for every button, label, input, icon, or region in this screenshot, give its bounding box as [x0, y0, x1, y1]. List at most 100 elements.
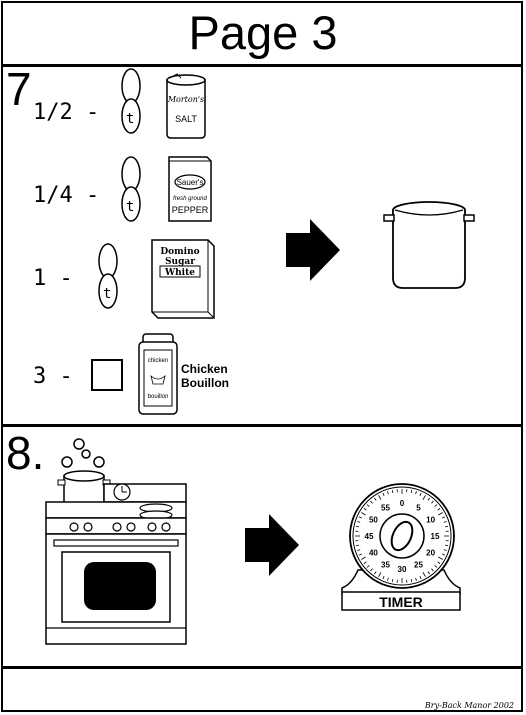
- timer-number: 45: [365, 532, 374, 541]
- step-7-number: 7: [6, 63, 32, 115]
- timer-number: 25: [414, 561, 423, 570]
- teaspoon-icon: t: [98, 243, 118, 309]
- svg-text:chicken: chicken: [148, 358, 168, 364]
- timer-number: 20: [426, 549, 435, 558]
- timer-tick: [363, 508, 367, 511]
- timer-tick: [382, 492, 385, 496]
- timer-tick: [419, 576, 422, 580]
- sugar-box-icon: Domino Sugar White: [151, 239, 215, 319]
- timer-tick: [357, 549, 361, 551]
- teaspoon-icon: t: [121, 156, 141, 222]
- timer-tick: [442, 553, 446, 556]
- bouillon-name-label: Chicken Bouillon: [181, 362, 229, 390]
- timer-tick: [382, 576, 385, 580]
- svg-text:Domino: Domino: [160, 247, 199, 257]
- spoon-letter: t: [126, 199, 134, 215]
- amount-sugar: 1 -: [33, 266, 73, 291]
- svg-text:fresh ground: fresh ground: [173, 196, 207, 202]
- timer-tick: [415, 491, 417, 495]
- teaspoon-icon: t: [121, 68, 141, 134]
- timer-tick: [358, 553, 362, 556]
- timer-tick: [387, 577, 389, 581]
- timer-tick: [370, 568, 373, 572]
- timer-tick: [355, 525, 360, 528]
- amount-bouillon: 3 -: [33, 364, 73, 389]
- timer-tick: [427, 571, 430, 575]
- svg-text:SALT: SALT: [175, 114, 197, 124]
- timer-tick: [422, 495, 426, 500]
- divider-middle: [1, 424, 523, 427]
- stove-icon: [45, 438, 187, 645]
- timer-tick: [437, 508, 441, 511]
- timer-tick: [443, 549, 447, 551]
- timer-tick: [434, 565, 438, 568]
- timer-tick: [387, 491, 389, 495]
- timer-tick: [434, 504, 438, 507]
- timer-number: 40: [369, 549, 378, 558]
- bouillon-jar-icon: chicken bouillon: [138, 333, 178, 415]
- timer-tick: [378, 572, 382, 577]
- salt-container-icon: Morton's SALT: [166, 73, 206, 139]
- timer-tick: [358, 516, 362, 519]
- timer-tick: [378, 495, 382, 500]
- timer-tick: [374, 571, 377, 575]
- timer-number: 50: [369, 516, 378, 525]
- timer-tick: [438, 512, 443, 516]
- step-8-number: 8.: [6, 427, 45, 479]
- amount-pepper: 1/4 -: [33, 183, 100, 208]
- timer-number: 5: [416, 503, 421, 512]
- spoon-letter: t: [126, 111, 134, 127]
- timer-tick: [431, 500, 434, 504]
- credit-line: Bry-Back Manor 2002: [424, 701, 514, 710]
- timer-tick: [361, 556, 366, 560]
- timer-number: 10: [426, 516, 435, 525]
- timer-number: 55: [381, 503, 390, 512]
- timer-label: TIMER: [379, 594, 423, 610]
- arrow-right-icon: [286, 219, 340, 281]
- timer-tick: [370, 500, 373, 504]
- timer-tick: [374, 497, 377, 501]
- svg-text:PEPPER: PEPPER: [172, 205, 209, 215]
- timer-tick: [437, 561, 441, 564]
- arrow-right-icon: [245, 514, 299, 576]
- divider-top: [1, 64, 523, 67]
- amount-salt: 1/2 -: [33, 100, 100, 125]
- timer-tick: [357, 521, 361, 523]
- timer-tick: [444, 525, 449, 528]
- timer-tick: [366, 565, 370, 568]
- timer-tick: [419, 492, 422, 496]
- svg-text:White: White: [164, 268, 195, 278]
- timer-number: 35: [381, 561, 390, 570]
- timer-tick: [444, 544, 449, 547]
- timer-tick: [431, 568, 434, 572]
- svg-text:bouillon: bouillon: [148, 394, 169, 400]
- timer-tick: [391, 489, 394, 494]
- timer-tick: [442, 516, 446, 519]
- timer-number: 30: [398, 565, 407, 574]
- pepper-container-icon: Sauer's fresh ground PEPPER: [168, 156, 212, 222]
- svg-text:Sauer's: Sauer's: [177, 178, 204, 187]
- timer-tick: [415, 577, 417, 581]
- timer-number: 15: [431, 532, 440, 541]
- timer-tick: [427, 497, 430, 501]
- timer-tick: [361, 512, 366, 516]
- spoon-letter: t: [103, 286, 111, 302]
- timer-number: 0: [400, 499, 405, 508]
- svg-text:Morton's: Morton's: [167, 95, 204, 104]
- timer-tick: [410, 578, 413, 583]
- divider-bottom: [1, 666, 523, 669]
- timer-tick: [438, 556, 443, 560]
- timer-tick: [366, 504, 370, 507]
- timer-tick: [363, 561, 367, 564]
- svg-text:Sugar: Sugar: [165, 257, 195, 267]
- timer-tick: [391, 578, 394, 583]
- timer-tick: [410, 489, 413, 494]
- timer-tick: [355, 544, 360, 547]
- timer-tick: [422, 572, 426, 577]
- page-title: Page 3: [188, 6, 338, 59]
- timer-tick: [443, 521, 447, 523]
- cooking-pot-icon: [383, 201, 475, 289]
- bouillon-cube-icon: [91, 359, 123, 391]
